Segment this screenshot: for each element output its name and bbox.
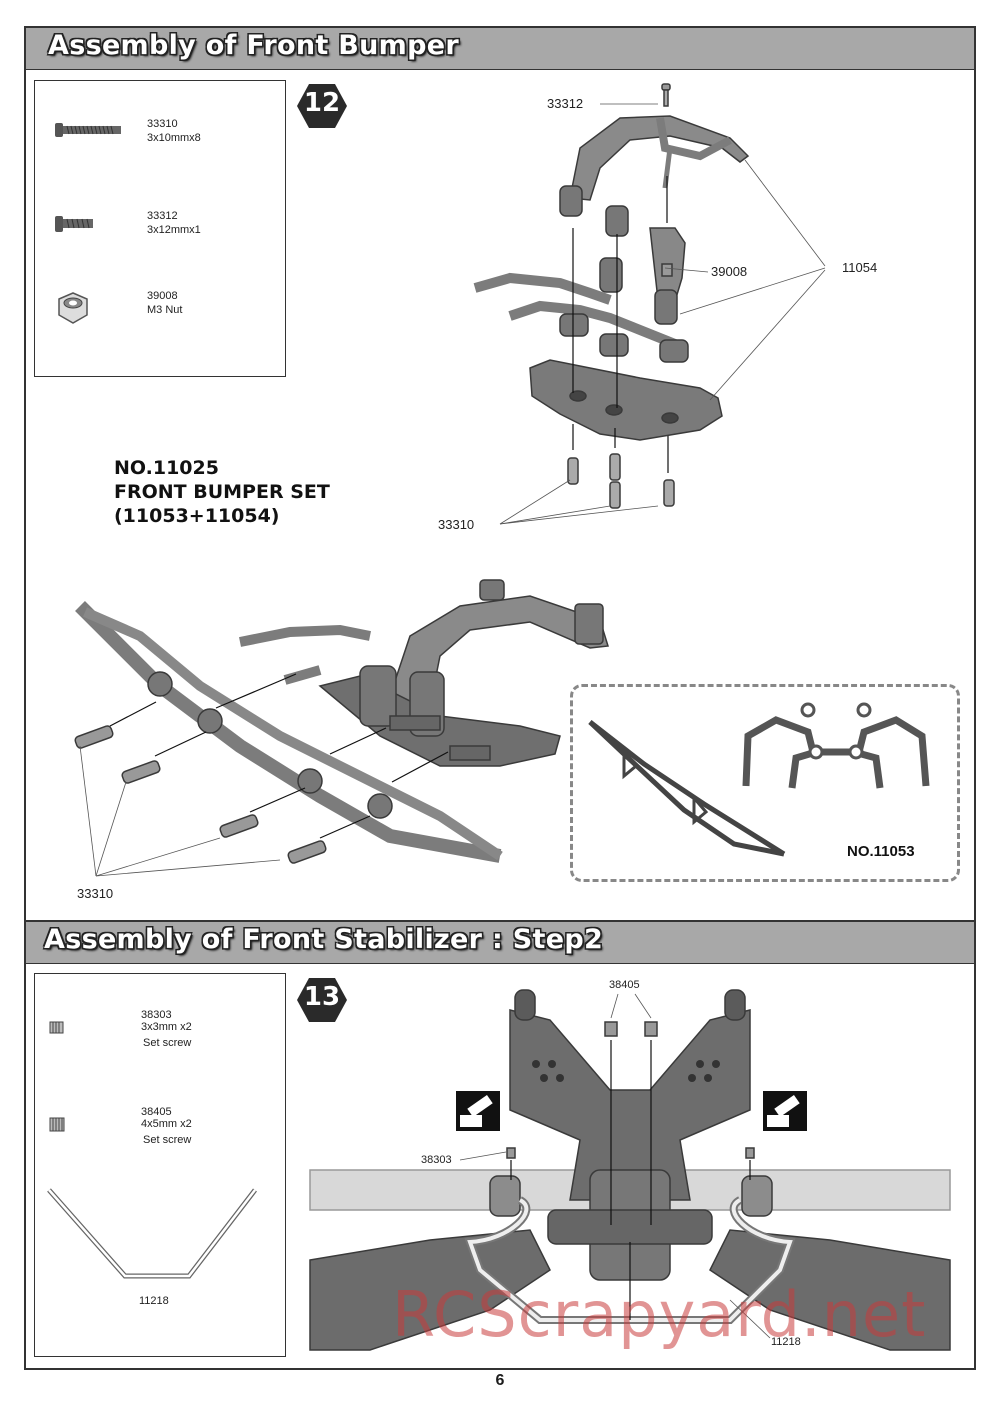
part-code: 33312 [147, 210, 178, 222]
inset-label: NO.11053 [847, 843, 915, 860]
nut-icon [58, 292, 88, 324]
set-contents: (11053+11054) [114, 505, 280, 527]
callout-33310-bottom: 33310 [438, 517, 475, 532]
callout-11218: 11218 [771, 1336, 801, 1348]
bumper-exploded-diagram [473, 83, 826, 525]
step-number: 12 [303, 88, 341, 118]
part-spec: 3x12mmx1 [147, 224, 201, 236]
bumper-bracket-part [742, 702, 930, 789]
part-spec: M3 Nut [147, 304, 183, 316]
part-code: 33310 [147, 118, 178, 130]
bumper-assembly-diagram [74, 579, 609, 877]
set-number: NO.11025 [114, 457, 219, 479]
watermark: RCScrapyard.net [392, 1278, 927, 1351]
callout-33312: 33312 [547, 96, 584, 111]
callout-33310-left: 33310 [77, 886, 114, 901]
screw-icon [55, 123, 121, 137]
step-number: 13 [303, 982, 341, 1012]
parts-list-box: 33310 3x10mmx8 33312 3x12mmx1 39008 M3 N… [34, 80, 286, 377]
part-code: 11218 [139, 1295, 169, 1307]
stabilizer-bar-icon [47, 1188, 257, 1279]
callout-38405: 38405 [609, 979, 640, 991]
part-desc: Set screw [143, 1134, 192, 1146]
part-desc: Set screw [143, 1037, 192, 1049]
set-name: FRONT BUMPER SET [114, 481, 330, 503]
part-code: 38405 [141, 1106, 172, 1118]
screw-icon [55, 216, 93, 232]
part-code: 38303 [141, 1009, 172, 1021]
part-code: 39008 [147, 290, 178, 302]
callout-38303: 38303 [421, 1154, 452, 1166]
page-number: 6 [495, 1372, 505, 1389]
grease-icon [763, 1091, 807, 1131]
grease-icon [456, 1091, 500, 1131]
section-header-front-stabilizer: Assembly of Front Stabilizer : Step2 [24, 920, 976, 964]
inset-box [570, 684, 960, 882]
section-title: Assembly of Front Bumper [48, 30, 459, 61]
parts-list-box: 38303 3x3mm x2 Set screw 38405 4x5mm x2 … [34, 973, 286, 1357]
stabilizer-assembly-diagram [309, 989, 951, 1351]
set-screw-icon [49, 1117, 65, 1132]
section-header-front-bumper: Assembly of Front Bumper [24, 26, 976, 70]
bumper-bar-part [588, 720, 786, 857]
set-screw-icon [49, 1021, 64, 1034]
callout-11054: 11054 [842, 260, 878, 275]
section-title: Assembly of Front Stabilizer : Step2 [44, 924, 604, 955]
part-spec: 3x10mmx8 [147, 132, 201, 144]
part-spec: 3x3mm x2 [141, 1021, 192, 1033]
callout-39008: 39008 [711, 264, 748, 279]
step-badge [297, 84, 347, 128]
step-badge [297, 978, 347, 1022]
part-spec: 4x5mm x2 [141, 1118, 192, 1130]
